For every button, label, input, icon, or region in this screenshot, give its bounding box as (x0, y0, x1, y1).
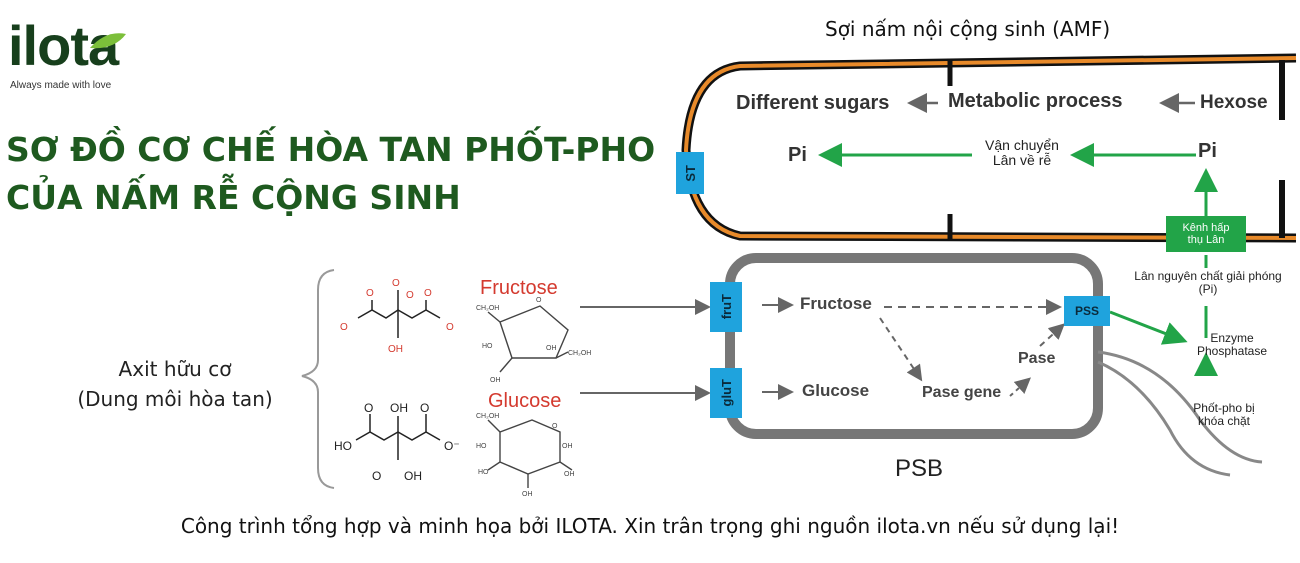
acid-brace (301, 269, 335, 489)
brand-tagline: Always made with love (10, 80, 112, 91)
svg-text:O: O (392, 278, 400, 289)
amf-label: Sợi nấm nội cộng sinh (AMF) (825, 17, 1111, 41)
phosphate-uptake-channel: Kênh hấp thụ Lân (1166, 216, 1246, 252)
pase-gene-label: Pase gene (922, 384, 1002, 401)
svg-text:CH₂OH: CH₂OH (476, 413, 499, 420)
arrow-fructose-to-pase-gene (879, 317, 923, 382)
pss-transporter: PSS (1064, 296, 1110, 326)
st-transporter: ST (676, 152, 704, 194)
footer-credit: Công trình tổng hợp và minh họa bởi ILOT… (180, 514, 1120, 538)
svg-text:O: O (364, 401, 373, 415)
svg-text:O: O (420, 401, 429, 415)
svg-text:HO: HO (476, 443, 487, 450)
enzyme-phosphatase-label: Enzyme Phosphatase (1196, 331, 1268, 358)
svg-text:OH: OH (490, 377, 501, 384)
pi-left-label: Pi (788, 144, 807, 166)
svg-text:HO: HO (478, 469, 489, 476)
svg-text:O: O (372, 469, 381, 483)
svg-text:O: O (536, 297, 542, 304)
citrate-molecule-top (357, 290, 441, 338)
svg-text:HO: HO (334, 439, 352, 453)
psb-cell (725, 253, 1103, 439)
amf-hypha (681, 53, 1297, 243)
leaf-icon (90, 33, 126, 49)
svg-text:O⁻: O⁻ (444, 439, 460, 453)
fructose-ring (487, 305, 569, 373)
metabolic-process-label: Metabolic process (948, 90, 1123, 112)
svg-text:O: O (424, 288, 432, 299)
arrow-pase-to-pss (1039, 323, 1065, 347)
svg-text:OH: OH (564, 471, 575, 478)
svg-text:OH: OH (404, 469, 422, 483)
svg-text:OH: OH (546, 345, 557, 352)
glucose-ring (487, 419, 573, 488)
glut-transporter: gluT (710, 368, 742, 418)
citric-acid-molecule (355, 414, 441, 460)
svg-text:O: O (406, 290, 414, 301)
fructose-chem-label: Fructose (480, 277, 558, 299)
psb-fructose-label: Fructose (800, 294, 872, 313)
page-title-line-2: CỦA NẤM RỄ CỘNG SINH (6, 178, 461, 217)
pase-label: Pase (1018, 350, 1056, 367)
psb-flagellum-1 (1097, 350, 1263, 464)
bound-phosphorus-label: Phốt-pho bị khóa chặt (1193, 401, 1255, 428)
transport-label: Vận chuyển Lân về rễ (985, 137, 1059, 168)
svg-text:O: O (552, 423, 558, 430)
svg-text:OH: OH (388, 344, 403, 355)
svg-text:CH₂OH: CH₂OH (568, 350, 591, 357)
released-pi-label: Lân nguyên chất giải phóng (Pi) (1134, 269, 1282, 296)
svg-text:OH: OH (522, 491, 533, 498)
svg-text:OH: OH (562, 443, 573, 450)
pi-right-label: Pi (1198, 140, 1217, 162)
hexose-label: Hexose (1200, 92, 1268, 113)
svg-text:O: O (340, 322, 348, 333)
svg-text:O: O (366, 288, 374, 299)
svg-text:OH: OH (390, 401, 408, 415)
different-sugars-label: Different sugars (736, 92, 890, 114)
psb-label: PSB (895, 455, 944, 482)
svg-text:CH₂OH: CH₂OH (476, 305, 499, 312)
organic-acid-label: Axit hữu cơ (Dung môi hòa tan) (77, 357, 273, 411)
page-title-line-1: SƠ ĐỒ CƠ CHẾ HÒA TAN PHỐT-PHO (6, 130, 656, 169)
arrow-pss-to-enzyme (1109, 310, 1188, 345)
frut-transporter: fruT (710, 282, 742, 332)
svg-text:HO: HO (482, 343, 493, 350)
svg-text:O: O (446, 322, 454, 333)
glucose-chem-label: Glucose (488, 390, 562, 412)
psb-flagellum-2 (1097, 360, 1231, 477)
psb-glucose-label: Glucose (802, 381, 870, 400)
